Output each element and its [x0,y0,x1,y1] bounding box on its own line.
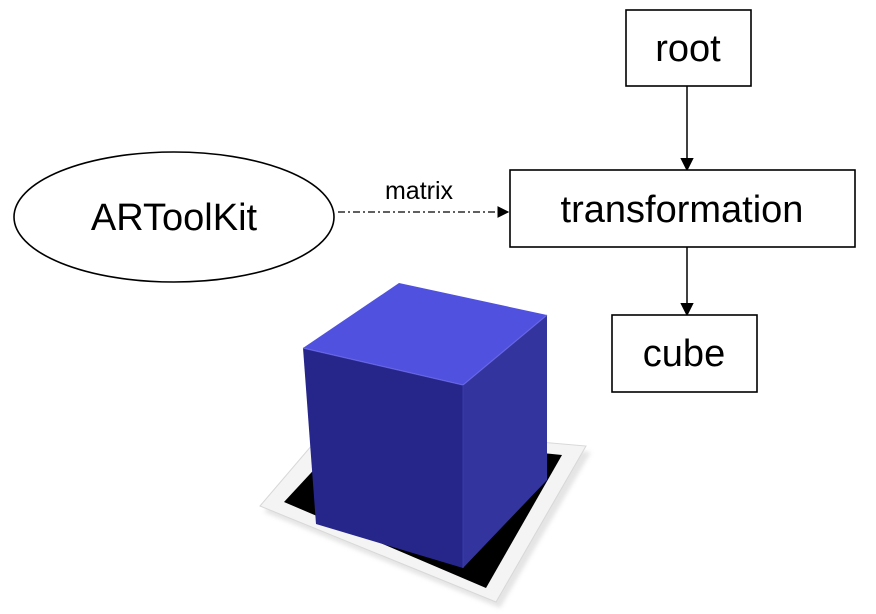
transformation-label: transformation [561,189,804,231]
matrix-edge-label: matrix [385,177,454,205]
edge-matrix: matrix [338,177,510,218]
artoolkit-ellipse [13,151,335,283]
cube-right-face [463,315,547,568]
artoolkit-label: ARToolKit [91,197,258,239]
node-artoolkit: ARToolKit [13,151,335,283]
node-cube: cube [611,314,758,393]
node-transformation: transformation [509,169,856,248]
cube-on-marker-illustration [259,283,591,608]
root-box [625,9,752,87]
cube-label: cube [643,333,725,375]
root-label: root [655,28,721,70]
node-root: root [625,9,752,87]
cube-top-face [303,283,547,385]
cube-left-face [303,348,463,568]
transformation-box [509,169,856,248]
cube-box [611,314,758,393]
